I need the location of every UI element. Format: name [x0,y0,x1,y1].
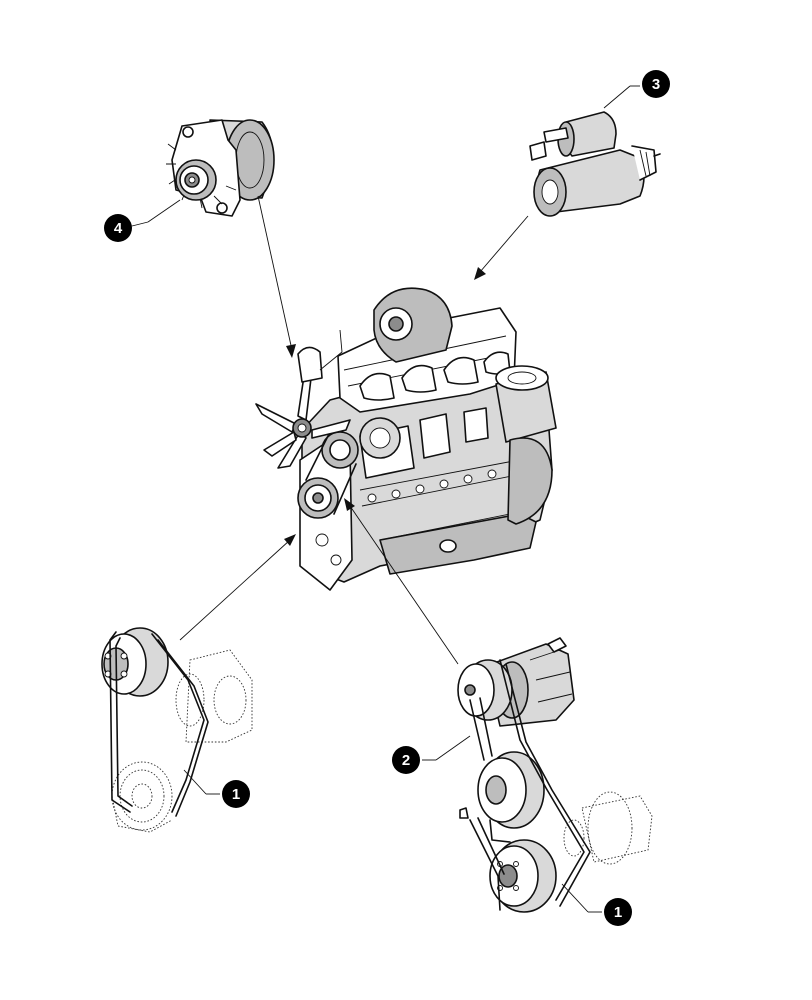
callout-1-right-label: 1 [614,904,622,921]
callout-4-label: 4 [114,220,123,237]
callout-2-label: 2 [402,752,410,769]
callout-1-left: 1 [183,769,250,808]
callout-3-label: 3 [652,76,660,93]
ac-compressor-belt-drive [457,637,653,913]
callout-4: 4 [104,199,181,242]
callout-3: 3 [603,70,670,109]
leader-arrows [179,195,529,665]
callout-1-right: 1 [561,883,632,926]
alternator [166,119,275,217]
engine [255,287,557,591]
callout-1-left-label: 1 [232,786,240,803]
fan-belt-drive [101,627,253,833]
callout-2: 2 [392,735,471,774]
starter-motor [529,111,661,217]
